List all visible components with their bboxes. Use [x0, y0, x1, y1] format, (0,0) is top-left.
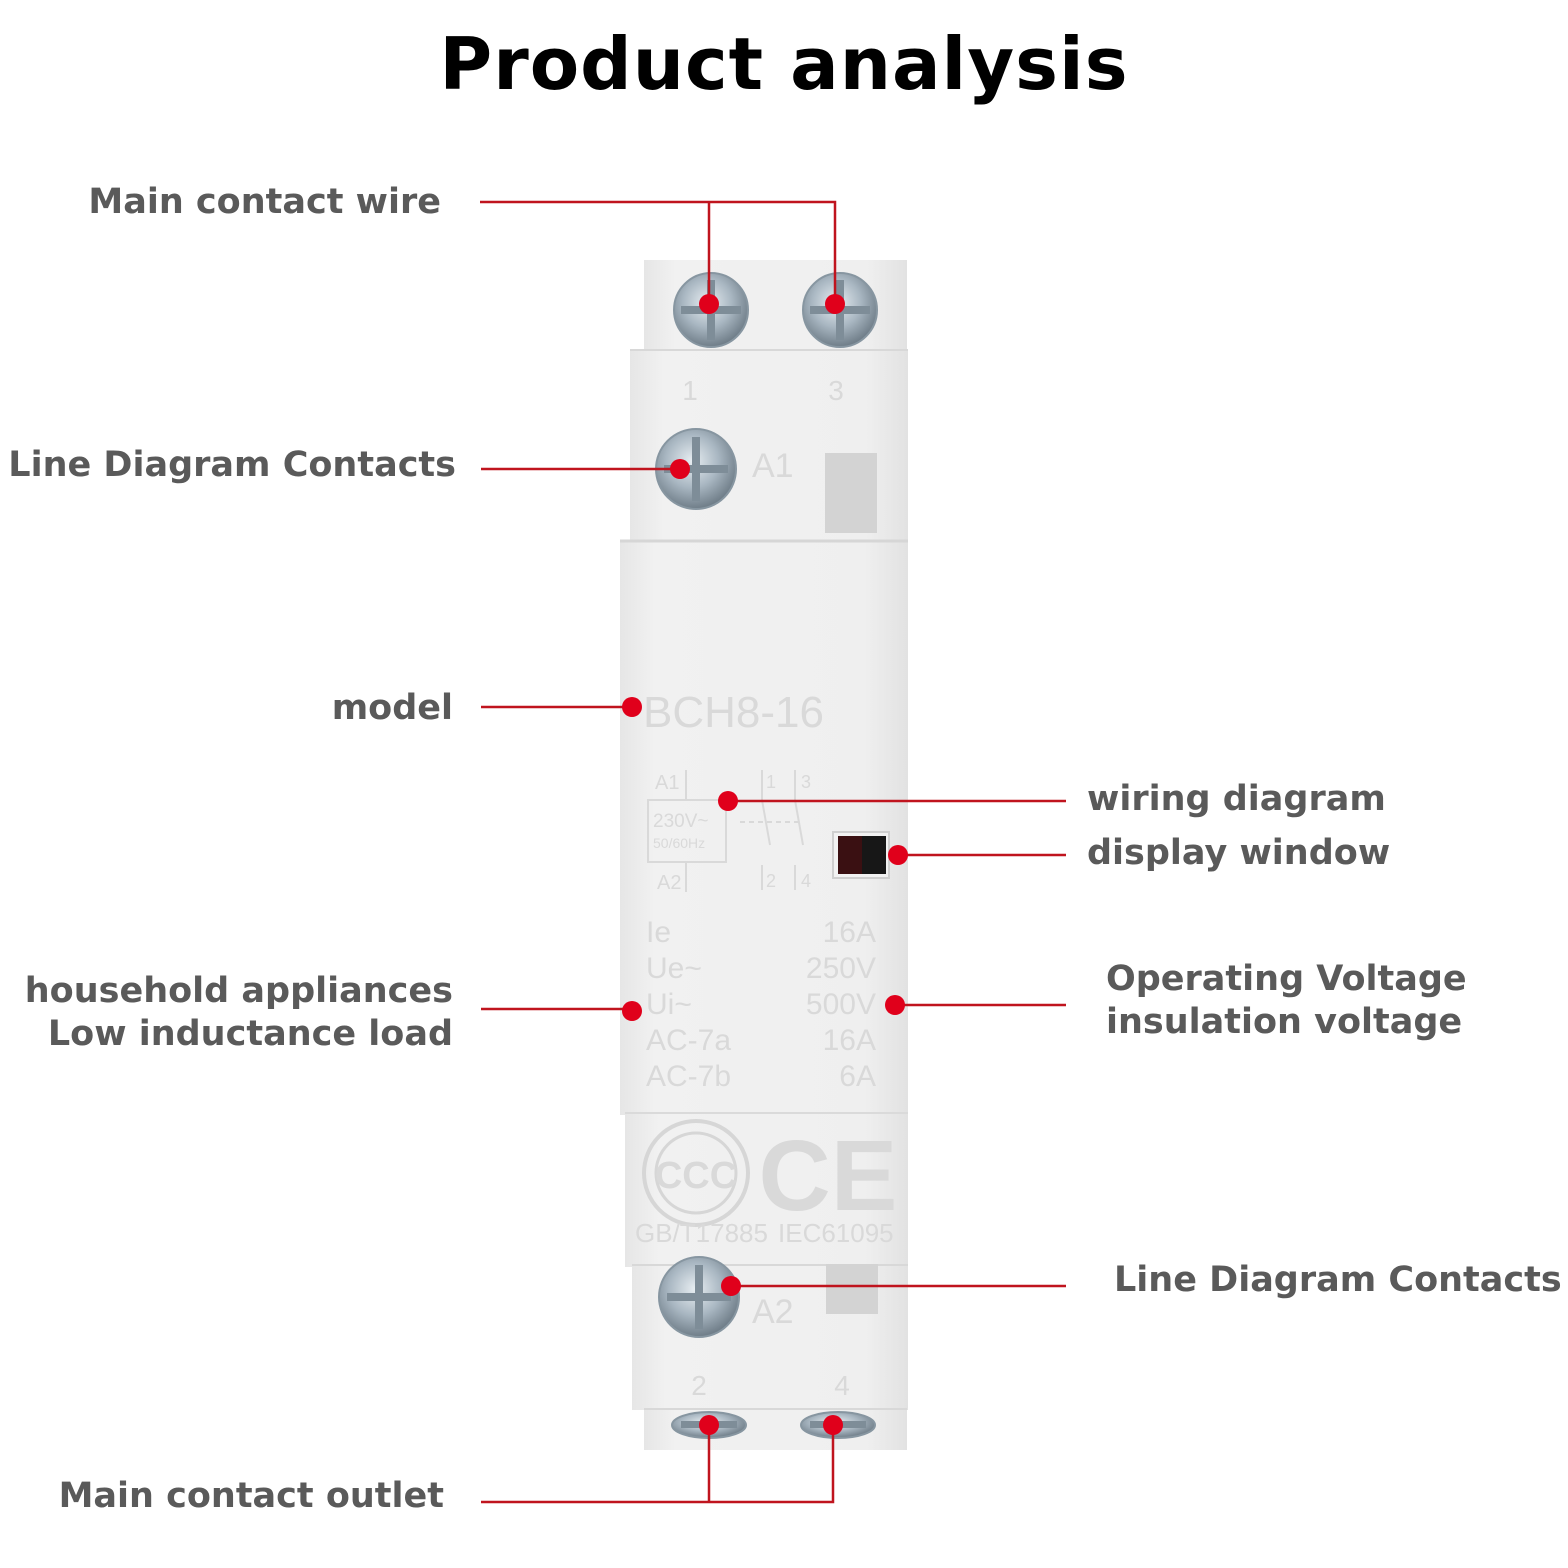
schematic-contact-4: 4: [801, 871, 811, 891]
screw-a1-icon: [655, 428, 737, 510]
rating-label: AC-7b: [646, 1060, 731, 1093]
dot-terminal-4: [823, 1415, 843, 1435]
top-slot: [825, 453, 877, 533]
ce-mark-text: CE: [759, 1120, 898, 1232]
dot-wiring-diagram: [718, 791, 738, 811]
leader-main-contact-outlet: [481, 1425, 835, 1504]
schematic-contact-3: 3: [801, 772, 811, 792]
terminal-1-label: 1: [682, 375, 698, 406]
dot-model: [622, 697, 642, 717]
rating-label: Ie: [646, 916, 671, 949]
dot-operating-voltage: [885, 995, 905, 1015]
dot-a1: [670, 459, 690, 479]
dot-terminal-3: [825, 294, 845, 314]
schematic-a1: A1: [655, 772, 679, 794]
callout-display-window: display window: [1087, 833, 1391, 873]
schematic-voltage: 230V~: [653, 811, 708, 832]
page-title: Product analysis: [439, 22, 1129, 106]
coil-a1-label: A1: [752, 447, 794, 485]
ccc-mark-icon: CCC: [642, 1119, 750, 1227]
callout-line-diagram-contacts-bottom: Line Diagram Contacts: [1114, 1260, 1562, 1300]
dot-terminal-2: [699, 1415, 719, 1435]
callout-dots: [622, 294, 908, 1435]
rating-label: Ui~: [646, 988, 692, 1021]
rating-label: Ue~: [646, 952, 702, 985]
schematic-a2: A2: [657, 872, 681, 894]
terminal-3-label: 3: [828, 375, 844, 406]
rating-value: 6A: [839, 1060, 876, 1093]
leader-lines: [480, 200, 1066, 1504]
callout-line-diagram-contacts-top: Line Diagram Contacts: [8, 445, 456, 485]
rating-value: 16A: [823, 1024, 876, 1057]
callout-wiring-diagram: wiring diagram: [1087, 779, 1386, 819]
ccc-mark-text: CCC: [655, 1155, 737, 1197]
ratings-table: Ie 16A Ue~ 250V Ui~ 500V AC-7a 16A AC-7b…: [646, 916, 876, 1093]
rating-label: AC-7a: [646, 1024, 731, 1057]
rating-value: 500V: [806, 988, 876, 1021]
schematic-contact-2: 2: [766, 871, 776, 891]
bottom-slot: [826, 1264, 878, 1314]
display-window-icon: [832, 831, 890, 879]
dot-a2: [721, 1276, 741, 1296]
model-number: BCH8-16: [643, 688, 824, 737]
callout-operating-voltage: Operating Voltage: [1106, 959, 1467, 999]
leader-main-contact-wire: [480, 200, 837, 304]
callout-main-contact-wire: Main contact wire: [88, 182, 441, 222]
dot-terminal-1: [699, 294, 719, 314]
terminal-2-label: 2: [691, 1370, 707, 1401]
screw-a2-icon: [658, 1256, 740, 1338]
callout-insulation-voltage: insulation voltage: [1106, 1002, 1463, 1042]
callout-main-contact-outlet: Main contact outlet: [58, 1476, 444, 1516]
dot-display-window: [888, 845, 908, 865]
callout-model: model: [331, 688, 453, 728]
schematic-frequency: 50/60Hz: [653, 835, 705, 851]
front-cover: [625, 1112, 908, 1267]
schematic-contact-1: 1: [766, 772, 776, 792]
main-housing: [620, 540, 908, 1115]
coil-a2-label: A2: [752, 1293, 794, 1331]
callout-household-appliances: household appliances: [24, 971, 453, 1011]
rating-value: 250V: [806, 952, 876, 985]
rating-value: 16A: [823, 916, 876, 949]
standard-iec: IEC61095: [778, 1218, 894, 1248]
terminal-4-label: 4: [834, 1370, 850, 1401]
callout-low-inductance-load: Low inductance load: [47, 1014, 453, 1054]
dot-household: [622, 1001, 642, 1021]
standard-gb: GB/T17885: [635, 1218, 768, 1248]
ce-mark-icon: CE: [759, 1120, 898, 1232]
wiring-schematic: [647, 770, 804, 892]
